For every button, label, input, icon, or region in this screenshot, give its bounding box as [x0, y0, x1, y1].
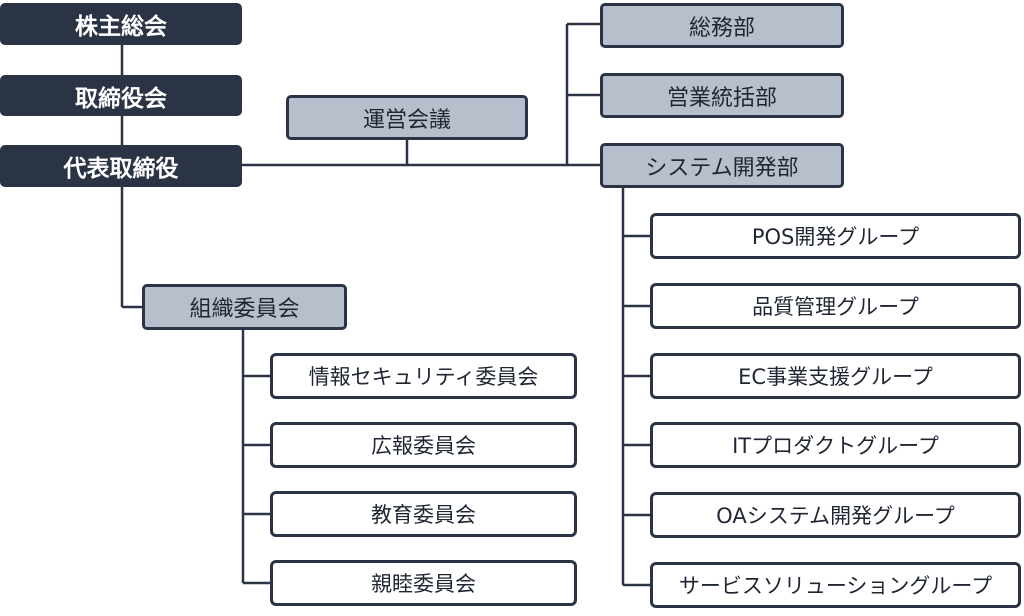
node-sales-management: 営業統括部	[600, 73, 844, 118]
node-shareholders-meeting: 株主総会	[0, 3, 242, 45]
node-committee-education: 教育委員会	[270, 491, 577, 537]
node-system-development: システム開発部	[600, 143, 844, 188]
node-organization-committee: 組織委員会	[142, 284, 347, 330]
node-management-meeting: 運営会議	[286, 95, 528, 140]
node-group-oa-system: OAシステム開発グループ	[650, 492, 1021, 538]
node-committee-information-security: 情報セキュリティ委員会	[270, 353, 577, 399]
node-committee-social: 親睦委員会	[270, 560, 577, 606]
node-group-ec: EC事業支援グループ	[650, 353, 1021, 399]
node-representative-director: 代表取締役	[0, 145, 242, 187]
node-group-it-product: ITプロダクトグループ	[650, 422, 1021, 468]
node-board-of-directors: 取締役会	[0, 75, 242, 116]
node-committee-public-relations: 広報委員会	[270, 422, 577, 468]
node-group-quality: 品質管理グループ	[650, 283, 1021, 329]
node-group-service-solution: サービスソリューショングループ	[650, 562, 1021, 608]
node-general-affairs: 総務部	[600, 3, 844, 48]
node-group-pos: POS開発グループ	[650, 213, 1021, 259]
